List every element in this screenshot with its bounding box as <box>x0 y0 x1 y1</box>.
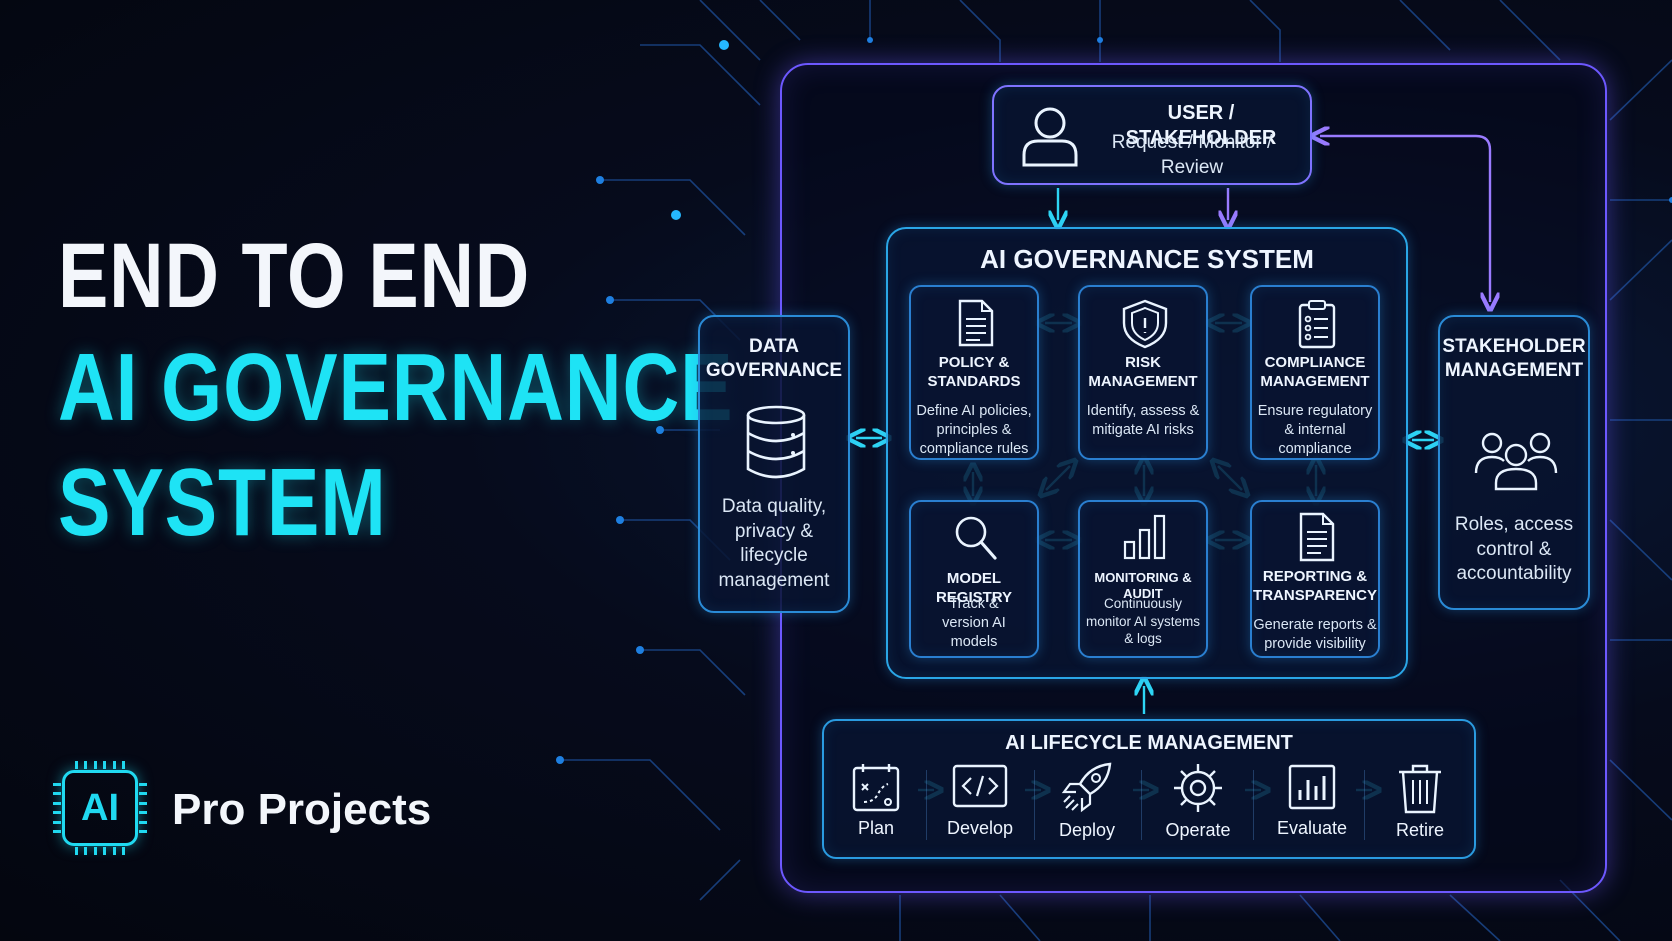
stakeholder-management-box: STAKEHOLDER MANAGEMENT Roles, access con… <box>1438 315 1590 610</box>
stage-deploy: Deploy <box>1041 762 1133 841</box>
database-icon <box>746 405 806 479</box>
module-reporting: REPORTING & TRANSPARENCY Generate report… <box>1250 500 1380 658</box>
user-title: USER / STAKEHOLDER <box>1125 102 1277 149</box>
module-policy-title: POLICY & STANDARDS <box>927 354 1021 390</box>
module-registry-title: MODEL REGISTRY <box>935 570 1013 606</box>
stage-retire: Retire <box>1374 762 1466 841</box>
stage-retire-label: Retire <box>1395 820 1444 840</box>
module-registry: MODEL REGISTRY Track & version AI models <box>909 500 1039 658</box>
module-policy: POLICY & STANDARDS Define AI policies, p… <box>909 285 1039 460</box>
module-compliance-desc: Ensure regulatory & internal compliance <box>1257 403 1373 457</box>
gear-icon <box>1174 764 1222 812</box>
stakeholder-management-title: STAKEHOLDER MANAGEMENT <box>1442 336 1586 381</box>
data-governance-title: DATA GOVERNANCE <box>705 336 843 381</box>
user-stakeholder-box: USER / STAKEHOLDER Request / Monitor / R… <box>992 85 1312 185</box>
stage-deploy-label: Deploy <box>1058 820 1116 840</box>
clipboard-icon <box>1298 300 1336 349</box>
module-monitoring-desc: Continuously monitor AI systems & logs <box>1085 596 1201 647</box>
stage-operate-label: Operate <box>1165 820 1231 840</box>
stakeholder-management-desc: Roles, access control & accountability <box>1454 514 1574 585</box>
lifecycle-box <box>822 719 1476 859</box>
stage-develop-label: Develop <box>946 818 1014 838</box>
stage-plan-label: Plan <box>857 818 895 838</box>
module-monitoring: MONITORING & AUDIT Continuously monitor … <box>1078 500 1208 658</box>
module-policy-desc: Define AI policies, principles & complia… <box>916 403 1032 457</box>
module-risk-desc: Identify, assess & mitigate AI risks <box>1086 403 1200 438</box>
module-reporting-title: REPORTING & TRANSPARENCY <box>1253 568 1377 604</box>
module-compliance-title: COMPLIANCE MANAGEMENT <box>1260 354 1370 390</box>
user-icon <box>1022 107 1078 167</box>
module-reporting-desc: Generate reports & provide visibility <box>1253 617 1377 652</box>
lifecycle-title: AI LIFECYCLE MANAGEMENT <box>1005 732 1293 754</box>
document-icon <box>958 299 994 347</box>
module-compliance: COMPLIANCE MANAGEMENT Ensure regulatory … <box>1250 285 1380 460</box>
plan-icon <box>852 764 900 812</box>
user-desc: Request / Monitor / Review <box>1111 132 1273 178</box>
ai-chip-logo: AI <box>53 761 147 855</box>
headline-line-1: END TO END <box>58 225 531 327</box>
governance-title: AI GOVERNANCE SYSTEM <box>980 244 1314 274</box>
brand-name: Pro Projects <box>172 785 432 834</box>
trash-icon <box>1399 764 1441 814</box>
report-icon <box>1299 512 1335 562</box>
people-icon <box>1474 432 1558 491</box>
search-icon <box>955 516 997 560</box>
logo-chip-text: AI <box>81 786 119 829</box>
stage-evaluate: Evaluate <box>1266 762 1358 839</box>
stage-develop: Develop <box>934 762 1026 839</box>
evaluate-icon <box>1288 764 1336 810</box>
rocket-icon <box>1061 762 1112 813</box>
module-risk-title: RISK MANAGEMENT <box>1088 354 1198 390</box>
module-registry-desc: Track & version AI models <box>942 596 1006 650</box>
data-governance-desc: Data quality, privacy & lifecycle manage… <box>718 496 830 592</box>
code-icon <box>952 764 1008 808</box>
data-governance-box: DATA GOVERNANCE Data quality, privacy & … <box>698 315 850 613</box>
stage-plan: Plan <box>830 762 922 839</box>
headline-line-3: SYSTEM <box>58 449 387 556</box>
stage-evaluate-label: Evaluate <box>1276 818 1348 838</box>
headline-line-2: AI GOVERNANCE <box>58 334 734 441</box>
shield-icon <box>1122 299 1168 349</box>
bar-chart-icon <box>1123 514 1166 560</box>
module-risk: RISK MANAGEMENT Identify, assess & mitig… <box>1078 285 1208 460</box>
stage-operate: Operate <box>1152 762 1244 841</box>
module-monitoring-title: MONITORING & AUDIT <box>1094 570 1192 602</box>
